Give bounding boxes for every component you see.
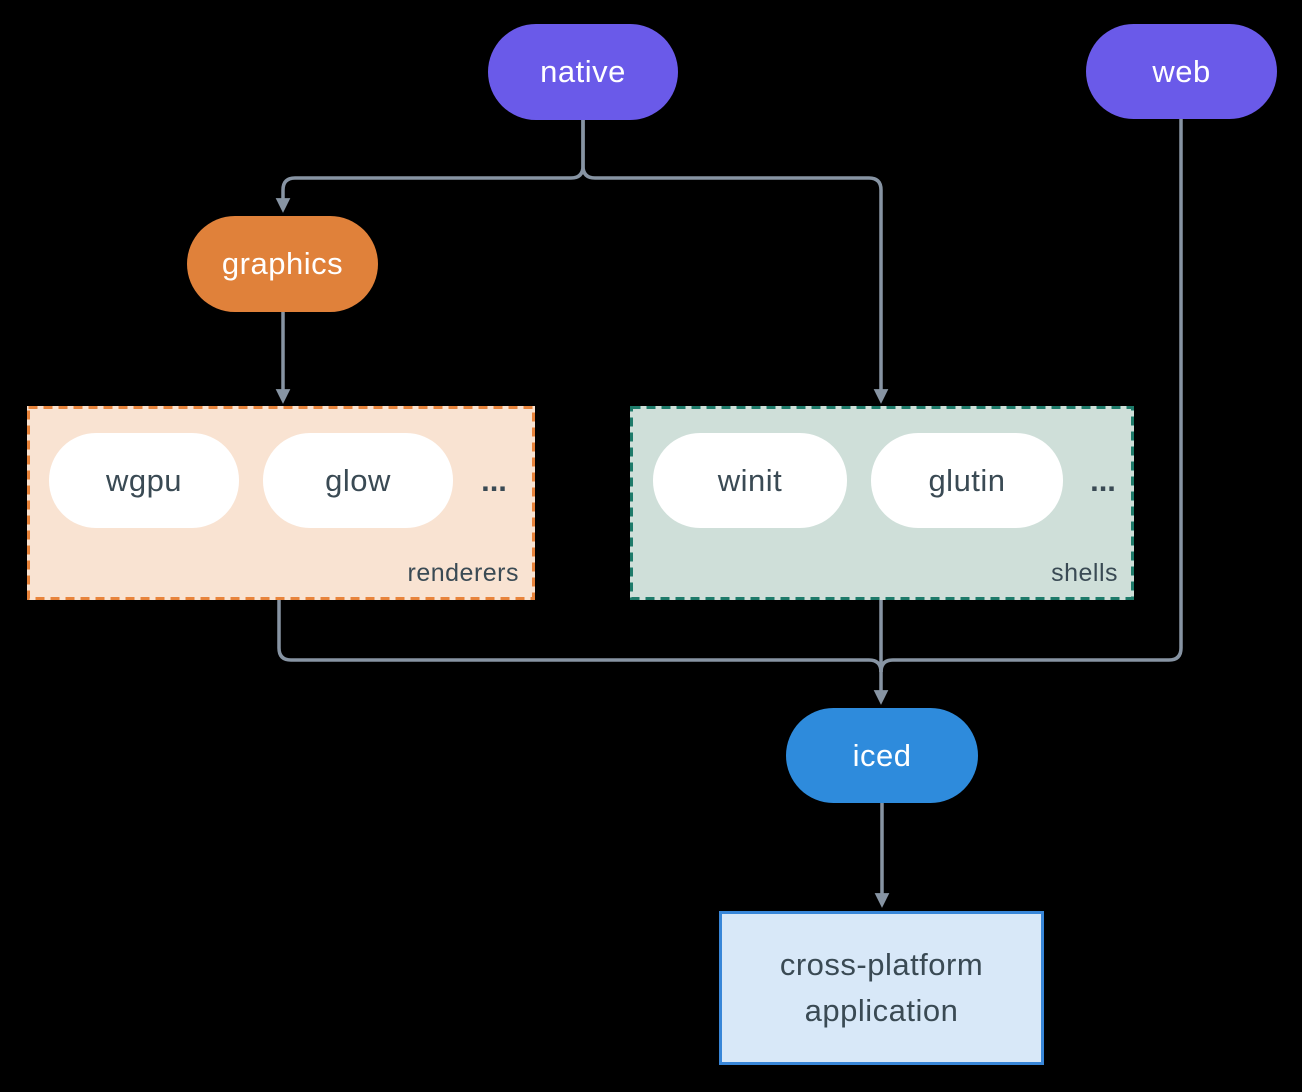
group-shells: winit glutin ... shells bbox=[630, 406, 1134, 600]
node-graphics: graphics bbox=[187, 216, 378, 312]
edge-renderers-to-merge bbox=[277, 600, 883, 673]
group-renderers: wgpu glow ... renderers bbox=[27, 406, 535, 600]
edge-native-to-graphics bbox=[275, 120, 585, 213]
shells-ellipsis: ... bbox=[1090, 462, 1116, 498]
renderers-ellipsis: ... bbox=[481, 462, 507, 498]
node-wgpu: wgpu bbox=[49, 433, 239, 528]
node-cross-platform-application: cross-platform application bbox=[719, 911, 1044, 1065]
node-web: web bbox=[1086, 24, 1277, 119]
edge-native-to-shells bbox=[581, 120, 889, 404]
application-label-line2: application bbox=[804, 993, 959, 1028]
node-iced: iced bbox=[786, 708, 978, 803]
node-native: native bbox=[488, 24, 678, 120]
renderers-dashed-border bbox=[27, 406, 535, 600]
shells-group-label: shells bbox=[1051, 559, 1118, 587]
node-glutin: glutin bbox=[871, 433, 1063, 528]
renderers-group-label: renderers bbox=[407, 559, 519, 587]
node-winit: winit bbox=[653, 433, 847, 528]
application-label-line1: cross-platform bbox=[779, 947, 984, 982]
node-glow: glow bbox=[263, 433, 453, 528]
